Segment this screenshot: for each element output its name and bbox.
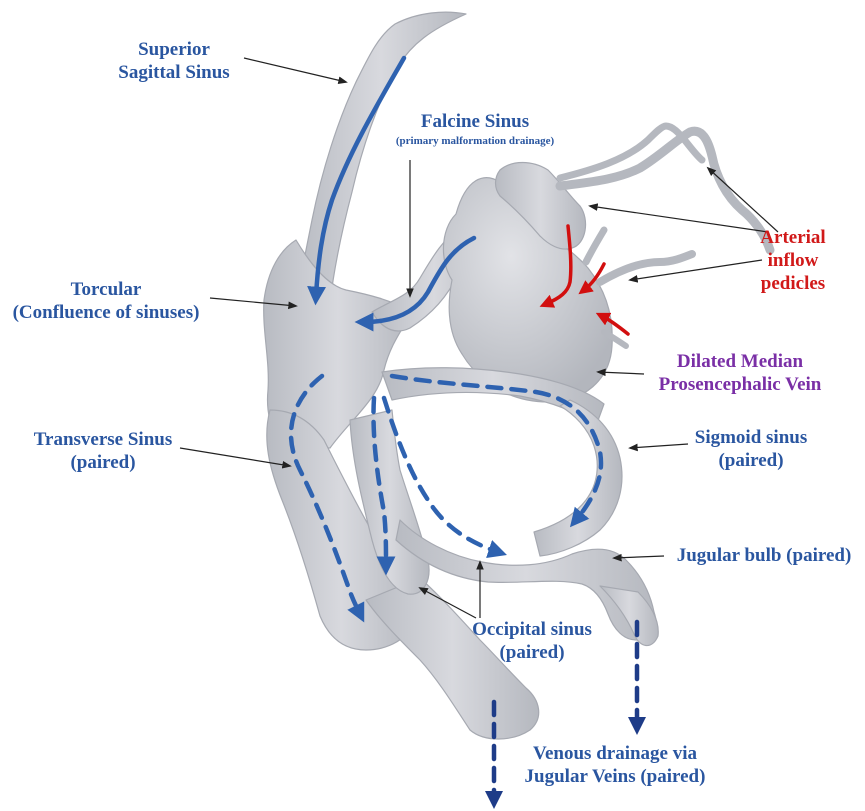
right-jugular-leg-shape [599, 585, 659, 647]
label-line: Prosencephalic Vein [658, 374, 822, 396]
malformation-knot-shape [494, 161, 587, 250]
leader-arterial-1 [588, 203, 769, 233]
arterial-pedicle-right-shape [596, 250, 696, 286]
sigmoid-sinus-shape [533, 399, 623, 557]
label-line: Jugular bulb (paired) [676, 545, 852, 566]
label-line: Dilated Median [676, 351, 804, 372]
label-line: (paired) [718, 450, 784, 472]
leader-sagittal [243, 57, 348, 84]
arterial-pedicle-top-shape [556, 122, 706, 182]
label-line: Jugular Veins (paired) [524, 766, 706, 788]
label-line: Occipital sinus [472, 619, 592, 640]
label-occipital-sinus: Occipital sinus (paired) [462, 618, 602, 664]
label-arterial-inflow-pedicles: Arterial inflow pedicles [748, 226, 838, 296]
label-superior-sagittal-sinus: Superior Sagittal Sinus [104, 38, 244, 84]
drainage-arrows [485, 619, 646, 809]
flow-arrow-falcine [354, 235, 477, 332]
label-torcular: Torcular (Confluence of sinuses) [0, 278, 212, 324]
arterial-arrow-2 [578, 262, 606, 295]
label-line: Sigmoid sinus [694, 427, 808, 448]
arterial-arrow-3 [595, 312, 630, 336]
flow-arrow-transverse [288, 373, 365, 623]
leader-sigmoid [628, 443, 689, 452]
leader-lines [179, 57, 779, 619]
arterial-pedicle-upper-shape [555, 126, 775, 255]
label-note: (primary malformation drainage) [395, 135, 555, 148]
leader-torcular [209, 297, 298, 310]
leader-jugular-bulb [612, 553, 665, 562]
label-line: Arterial [760, 227, 826, 248]
leader-median-vein [596, 368, 645, 377]
label-line: (paired) [499, 642, 565, 664]
label-line: Torcular [70, 279, 142, 300]
label-line: (Confluence of sinuses) [12, 302, 200, 324]
flow-arrow-sagittal [307, 55, 407, 306]
label-jugular-bulb: Jugular bulb (paired) [664, 544, 864, 567]
leader-transverse [179, 447, 292, 469]
label-line: pedicles [760, 273, 826, 295]
label-line: Falcine Sinus [420, 111, 530, 132]
flow-arrow-upper-ring [389, 373, 604, 528]
label-line: Venous drainage via [533, 743, 697, 764]
label-sigmoid-sinus: Sigmoid sinus (paired) [676, 426, 826, 472]
label-dilated-median-vein: Dilated Median Prosencephalic Vein [640, 350, 840, 396]
arterial-arrow-1 [539, 224, 573, 308]
arterial-pedicle-lower-shape [601, 329, 629, 349]
transverse-sinus-shape [266, 409, 417, 651]
arterial-pedicle-small-shape [582, 226, 608, 266]
flow-arrow-central [371, 395, 396, 576]
label-line: Transverse Sinus [33, 429, 173, 450]
label-line: (paired) [70, 452, 136, 474]
leader-occipital-1 [418, 587, 477, 619]
label-line: inflow [767, 250, 819, 272]
label-falcine-sinus: Falcine Sinus (primary malformation drai… [380, 110, 570, 149]
label-transverse-sinus: Transverse Sinus (paired) [18, 428, 188, 474]
venous-flow-arrows [288, 55, 604, 623]
flow-arrow-occipital-arc [381, 395, 507, 558]
leader-arterial-3 [706, 166, 779, 233]
left-jugular-leg-shape [365, 577, 540, 740]
label-venous-drainage: Venous drainage via Jugular Veins (paire… [500, 742, 730, 788]
arterial-flow-arrows [539, 224, 630, 336]
label-line: Sagittal Sinus [118, 62, 230, 84]
leader-arterial-2 [628, 259, 763, 283]
label-line: Superior [138, 39, 210, 60]
